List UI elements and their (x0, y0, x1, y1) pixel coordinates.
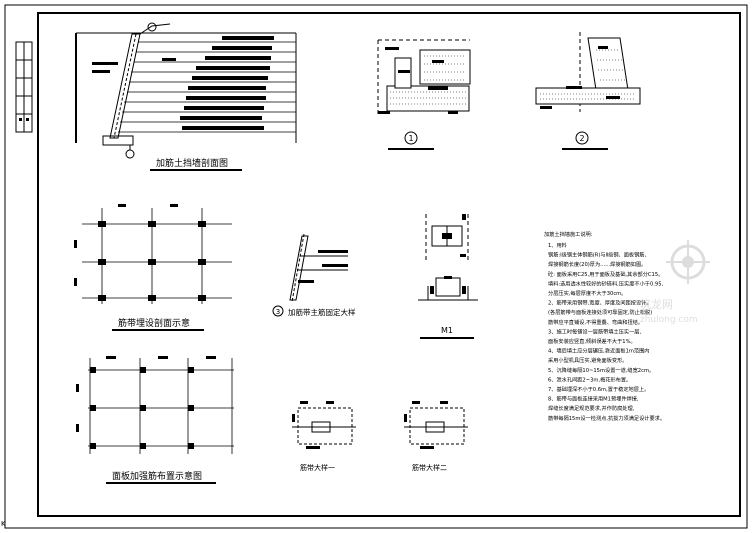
strip-layout-title: 筋带埋设剖面示意 (118, 317, 190, 329)
drawing-border (37, 12, 741, 517)
notes-line: 2、筋带采用钢带,宽度、厚度及间距按设计。 (548, 299, 652, 307)
panel-layout: 面板加强筋布置示意图 (76, 356, 234, 484)
m1-detail: M1 (418, 214, 478, 339)
notes-line: 面板安装应竖直,倾斜误差不大于1%。 (548, 337, 636, 345)
detail-1: 1 (377, 39, 471, 150)
notes-title: 加筋土挡墙施工说明: (544, 230, 593, 238)
notes-line: 筋带每隔15m设一检测点,抗拔力须满足设计要求。 (548, 414, 665, 422)
panel-layout-title: 面板加强筋布置示意图 (112, 470, 202, 482)
scale-mark: K (1, 520, 6, 528)
watermark-text-1: 筑龙网 (640, 297, 673, 311)
detail-2-marker: 2 (579, 134, 584, 143)
watermark-logo-icon (666, 240, 710, 284)
notes-line: 焊接钢筋长度(20)厚为......焊接钢筋如图。 (548, 260, 646, 268)
notes-line: 焊缝长度满足规范要求,并作防腐处理, (548, 404, 635, 412)
strip-detail-2: 筋带大样二 (404, 401, 468, 472)
notes-line: 砼: 面板采用C25,用于面板及基础,其余部分C15。 (548, 270, 663, 278)
anchor-detail-marker: 3 (276, 308, 280, 316)
anchor-detail: 3 加筋带主筋固定大样 (272, 233, 356, 317)
notes-line: 钢筋:Ⅰ级钢主体钢筋(R)与Ⅱ级钢、面板钢筋、 (548, 251, 650, 259)
strip-detail-1-title: 筋带大样一 (300, 463, 335, 472)
detail-2: 2 (535, 32, 641, 150)
notes-line: (各层筋带与面板连接处须可靠固定,防止松脱) (548, 308, 652, 316)
notes-line: 6、泄水孔间距2~3m,梅花形布置。 (548, 375, 631, 383)
strip-detail-2-title: 筋带大样二 (412, 463, 447, 472)
notes-line: 1、用料 (548, 241, 567, 249)
strip-layout-grid: 筋带埋设剖面示意 (74, 204, 232, 331)
notes-line: 筋带应平直铺设,不得重叠、弯曲和扭结。 (548, 318, 643, 326)
detail-1-marker: 1 (408, 134, 413, 143)
strip-detail-1: 筋带大样一 (292, 401, 356, 472)
notes-line: 填料:选用透水性较好的砂砾料,压实度不小于0.95, (548, 279, 664, 287)
section-title: 加筋土挡墙剖面图 (156, 157, 228, 169)
outer-frame (4, 4, 748, 529)
retaining-wall-section: 加筋土挡墙剖面图 (75, 22, 297, 171)
notes-line: 5、沉降缝每隔10~15m设置一道,缝宽2cm。 (548, 366, 654, 374)
notes-line: 8、筋带与面板连接采用M1预埋件焊接, (548, 395, 639, 403)
notes-line: 3、施工时每铺设一层筋带填土压实一层, (548, 327, 641, 335)
notes-line: 7、基础埋深不小于0.6m,置于稳定地层上。 (548, 385, 649, 393)
notes-line: 4、墙后填土应分层碾压,靠近面板1m范围内 (548, 347, 650, 355)
watermark-text-2: zhulong.com (640, 315, 698, 325)
anchor-detail-title: 加筋带主筋固定大样 (288, 307, 356, 317)
watermark: 筑龙网 zhulong.com (640, 240, 710, 325)
m1-title: M1 (441, 326, 453, 335)
notes-line: 采用小型机具压实,避免面板变形。 (548, 356, 627, 364)
notes-line: 分层压实,每层厚度不大于30cm。 (548, 289, 626, 297)
title-strip (15, 41, 33, 133)
